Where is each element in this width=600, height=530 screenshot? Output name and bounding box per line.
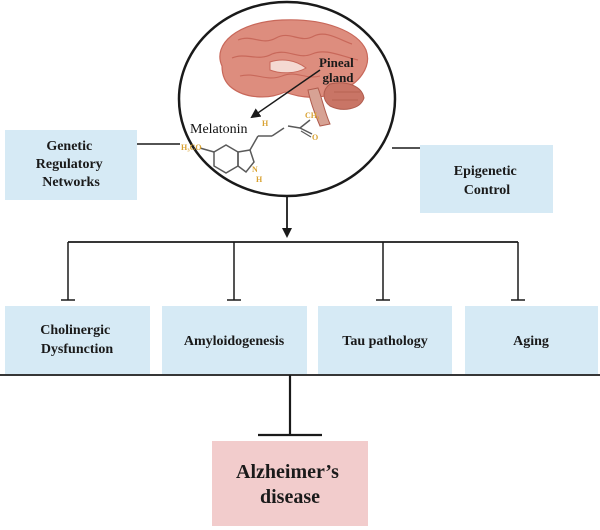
pineal-gland-label: Pineal gland <box>319 55 357 85</box>
cholinergic-dysfunction-label: Cholinergic Dysfunction <box>40 323 114 357</box>
amide-h-atom-label: H <box>262 119 269 128</box>
inhibitor-branch-aging <box>511 242 525 301</box>
methoxy-atom-label: H₃CO <box>181 143 202 152</box>
inhibitor-branch-tau <box>376 242 390 301</box>
cholinergic-dysfunction-box: Cholinergic Dysfunction <box>5 306 150 374</box>
aging-label: Aging <box>513 334 549 349</box>
amyloidogenesis-box: Amyloidogenesis <box>162 306 307 374</box>
genetic-regulatory-networks-label: Genetic Regulatory Networks <box>36 139 106 190</box>
epigenetic-control-label: Epigenetic Control <box>454 164 521 198</box>
epigenetic-control-box: Epigenetic Control <box>420 145 553 213</box>
methyl-atom-label: CH₃ <box>305 111 320 120</box>
genetic-regulatory-networks-box: Genetic Regulatory Networks <box>5 130 137 200</box>
alzheimers-disease-label: Alzheimer’s disease <box>236 461 344 508</box>
melatonin-molecule-icon: H₃CO H CH₃ O N H <box>181 111 320 184</box>
indole-h-label: H <box>256 175 263 184</box>
brain-circle-group: Pineal gland Melatonin H₃CO H CH₃ O N H <box>177 0 397 198</box>
tau-pathology-box: Tau pathology <box>318 306 452 374</box>
aging-box: Aging <box>465 306 598 374</box>
melatonin-label: Melatonin <box>190 122 248 137</box>
amyloidogenesis-label: Amyloidogenesis <box>184 334 285 349</box>
brain-icon <box>219 19 369 127</box>
tau-pathology-label: Tau pathology <box>342 334 427 349</box>
inhibitor-branch-cholinergic <box>61 242 75 301</box>
inhibitor-branch-amyloidogenesis <box>227 242 241 301</box>
carbonyl-oxygen-label: O <box>312 133 318 142</box>
alzheimers-disease-box: Alzheimer’s disease <box>212 441 368 526</box>
pineal-to-melatonin-arrow <box>250 69 321 119</box>
inhibitor-to-outcome <box>258 375 322 437</box>
indole-n-label: N <box>252 165 258 174</box>
